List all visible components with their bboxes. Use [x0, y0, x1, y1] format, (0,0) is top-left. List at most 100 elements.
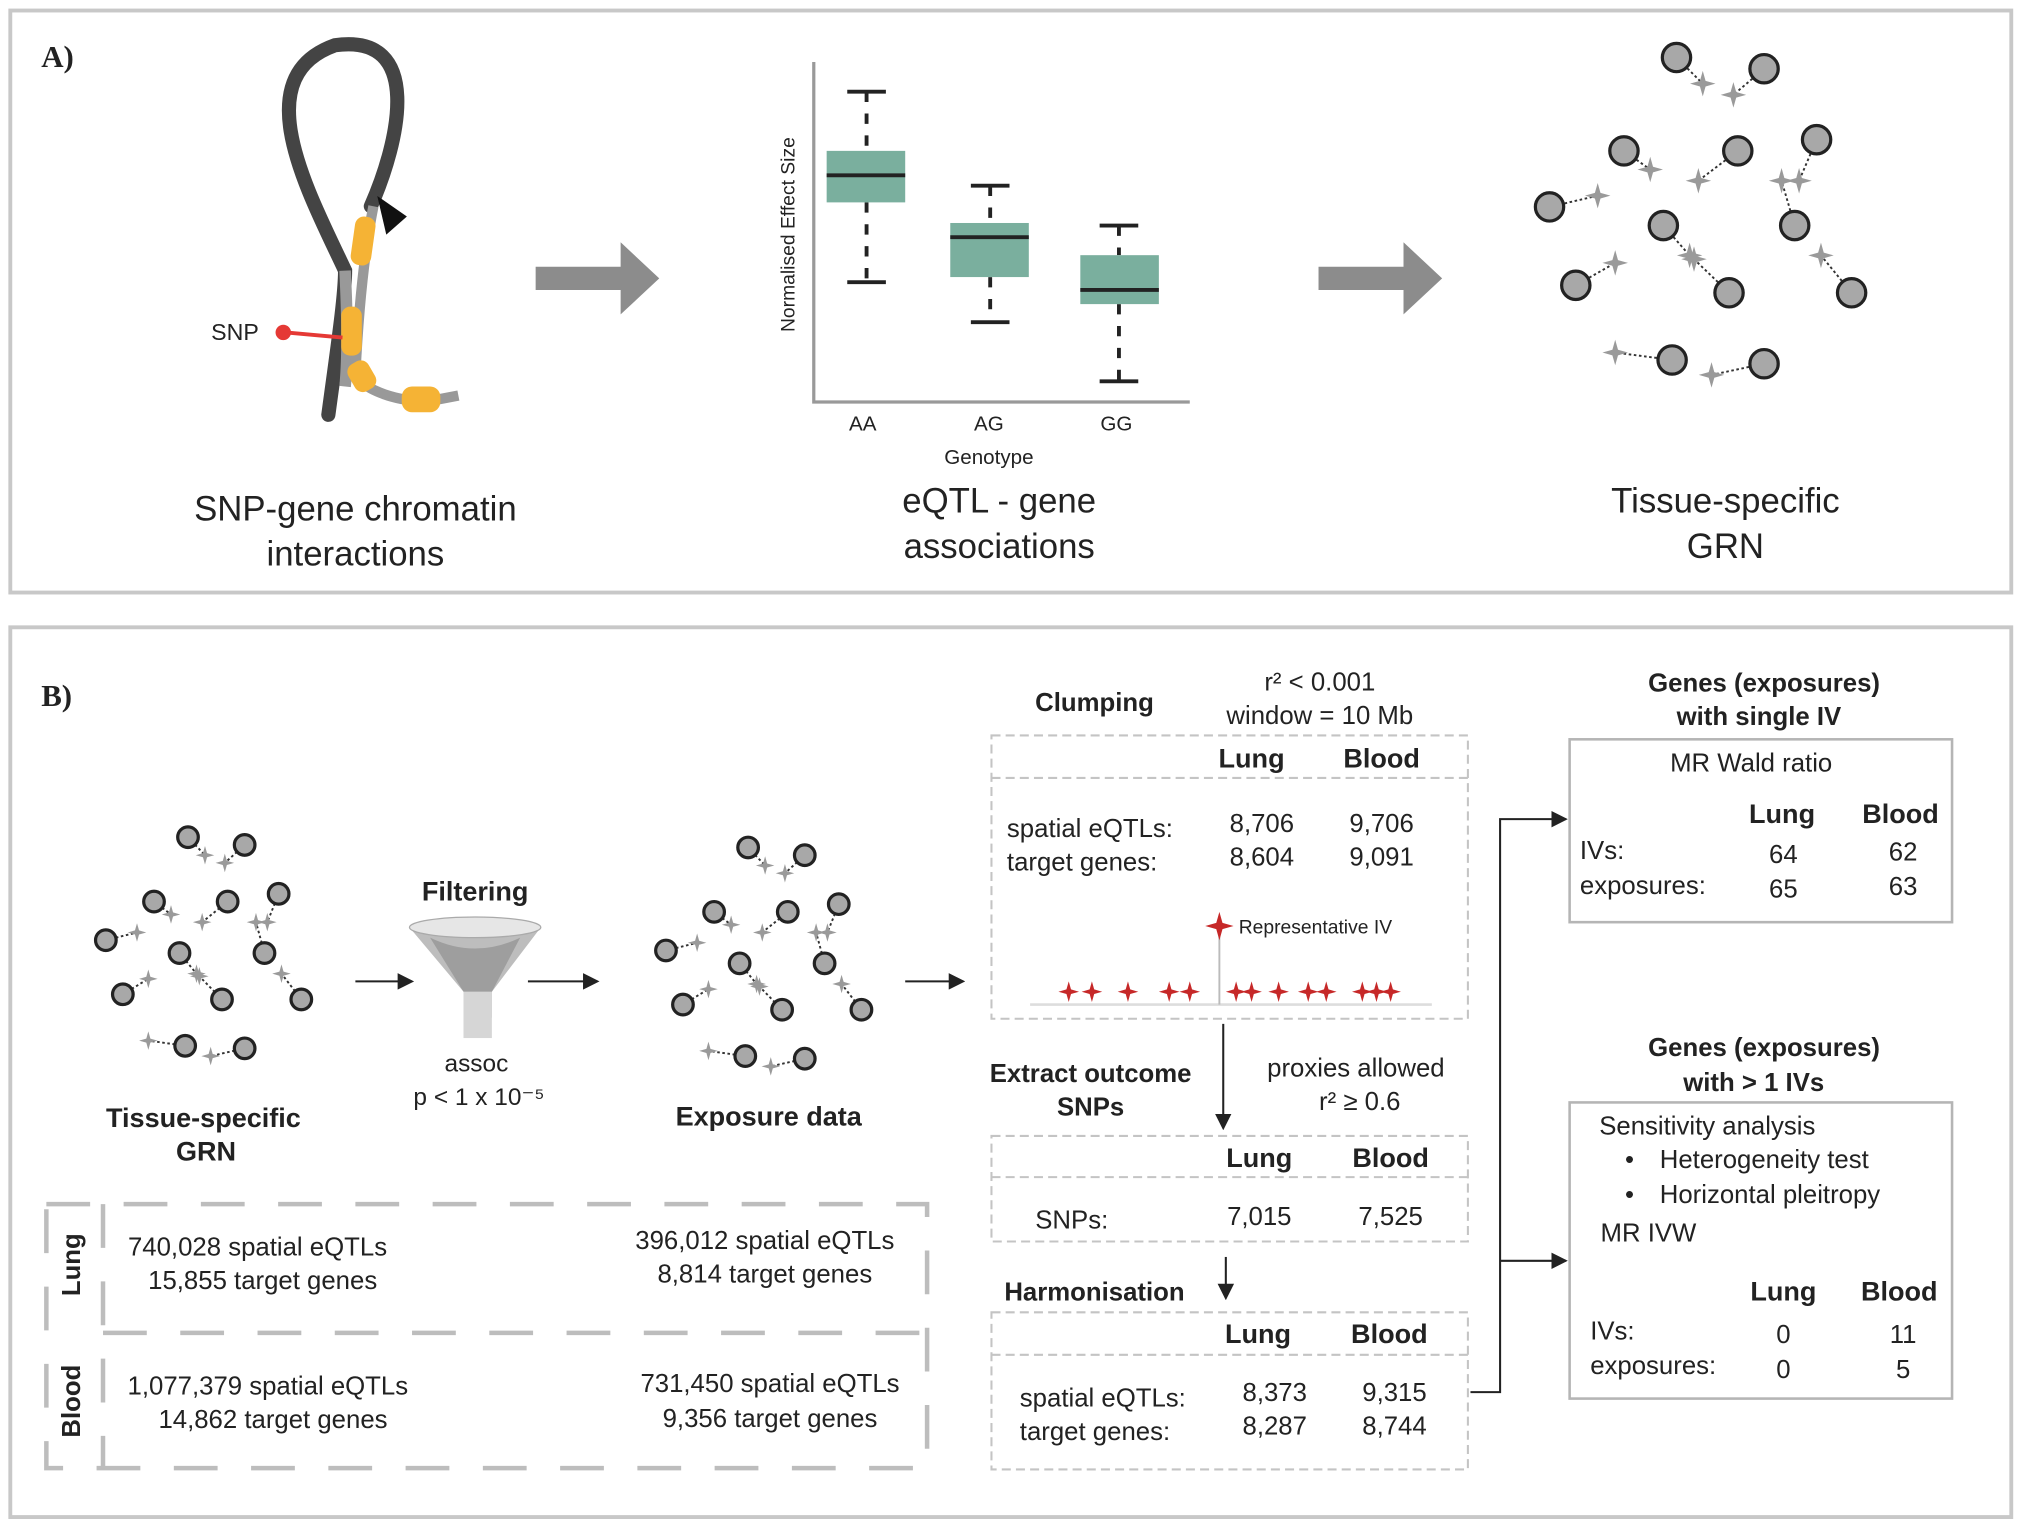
counts-table: Lung Blood 740,028 spatial eQTLs 15,855 …	[44, 1201, 930, 1471]
star-icon	[1315, 981, 1337, 1002]
gene-node	[826, 892, 851, 917]
arrow-right-icon	[1318, 242, 1443, 315]
tick-aa: AA	[849, 412, 877, 435]
cell-value: 63	[1889, 873, 1918, 901]
row-label: spatial eQTLs:	[1007, 815, 1173, 843]
star-icon	[195, 845, 215, 865]
grn-caption: Tissue-specific	[1611, 483, 1840, 521]
gene-node	[849, 997, 874, 1022]
star-icon	[1584, 182, 1611, 209]
multi-iv-title: Genes (exposures)	[1648, 1034, 1880, 1062]
col-lung: Lung	[1750, 1277, 1816, 1307]
grn-network-small	[93, 825, 314, 1066]
star-icon	[747, 974, 766, 994]
panel-b-border	[8, 625, 2014, 1519]
star-icon	[1685, 168, 1712, 194]
cell-value: 8,287	[1243, 1413, 1307, 1441]
star-icon	[1297, 981, 1319, 1002]
cell-value: 0	[1776, 1321, 1790, 1349]
star-icon	[190, 966, 209, 986]
row-label-blood: Blood	[58, 1365, 86, 1438]
row-label-lung: Lung	[58, 1233, 86, 1296]
star-icon	[1720, 82, 1747, 108]
funnel-icon	[408, 916, 542, 1039]
gene-node	[1533, 191, 1566, 223]
boxplot-ylabel: Normalised Effect Size	[778, 137, 799, 332]
star-icon	[272, 964, 291, 983]
snp-stars	[1058, 911, 1401, 1002]
sensitivity-label: Sensitivity analysis	[1599, 1113, 1815, 1141]
star-icon	[161, 905, 181, 924]
grn-caption-2: GRN	[1687, 528, 1764, 566]
filtering-threshold: p < 1 x 10⁻⁵	[413, 1084, 544, 1111]
gene-node	[702, 899, 727, 924]
star-icon	[201, 1046, 220, 1066]
star-icon	[258, 912, 277, 932]
extract-title: Extract outcome	[990, 1060, 1192, 1088]
star-icon	[761, 1057, 781, 1076]
star-icon	[1158, 981, 1180, 1002]
gene-node	[142, 889, 166, 914]
panel-a-border	[8, 8, 2014, 595]
cell-value: 7,015	[1227, 1203, 1291, 1231]
extract-r2: r² ≥ 0.6	[1319, 1088, 1400, 1116]
row-label: exposures:	[1580, 872, 1706, 900]
clumping-section: Clumping r² < 0.001 window = 10 Mb Lung …	[990, 668, 1469, 1020]
star-icon	[750, 977, 769, 996]
chromatin-caption: SNP-gene chromatin	[194, 490, 517, 528]
col-lung: Lung	[1225, 1319, 1291, 1349]
star-icon	[687, 933, 707, 953]
gene-node	[1835, 277, 1868, 309]
star-icon	[1268, 981, 1289, 1002]
representative-iv-label: Representative IV	[1239, 918, 1393, 939]
star-icon	[1179, 981, 1201, 1002]
star-icon	[187, 964, 206, 983]
star-icon	[755, 856, 775, 875]
filtering-assoc: assoc	[444, 1051, 508, 1078]
star-icon	[818, 923, 837, 942]
star-icon	[775, 863, 795, 883]
clumping-title: Clumping	[1035, 689, 1154, 717]
cell-value: 8,706	[1230, 810, 1294, 838]
multi-iv-title-2: with > 1 IVs	[1682, 1069, 1824, 1097]
panel-b: B) Tissue-specific GRN Filtering assoc p…	[8, 625, 2014, 1519]
filtering-title: Filtering	[422, 876, 529, 906]
gene-node	[167, 941, 192, 965]
gene-node	[671, 992, 695, 1017]
col-lung: Lung	[1219, 744, 1285, 774]
row-label: SNPs:	[1035, 1207, 1108, 1235]
lung-after-genes: 8,814 target genes	[657, 1261, 872, 1289]
gene-node	[93, 928, 118, 953]
extract-proxies: proxies allowed	[1267, 1055, 1444, 1083]
gene-node	[770, 997, 795, 1022]
chromatin-loop-illustration: SNP	[211, 37, 460, 422]
star-icon	[806, 923, 826, 942]
exposure-caption: Exposure data	[676, 1102, 863, 1132]
method-label: MR Wald ratio	[1670, 750, 1832, 778]
star-icon	[1241, 981, 1262, 1002]
cell-value: 9,091	[1349, 844, 1413, 872]
star-icon	[1352, 981, 1373, 1002]
panel-b-label: B)	[41, 678, 72, 713]
bullet-item: Heterogeneity test	[1660, 1146, 1869, 1174]
snp-label: SNP	[211, 319, 259, 345]
eqtl-caption-2: associations	[904, 528, 1095, 566]
col-blood: Blood	[1861, 1277, 1938, 1307]
cell-value: 5	[1896, 1356, 1910, 1384]
gene-node	[812, 951, 837, 976]
blood-before-eqtls: 1,077,379 spatial eQTLs	[128, 1373, 409, 1401]
clumping-r2: r² < 0.001	[1264, 668, 1375, 696]
box-gg	[1099, 223, 1139, 384]
clumping-window: window = 10 Mb	[1225, 702, 1413, 730]
gene-node	[654, 938, 678, 963]
star-icon	[1808, 242, 1834, 269]
cell-value: 11	[1890, 1321, 1917, 1349]
gene-node	[1560, 269, 1592, 302]
gene-node	[215, 889, 240, 914]
star-icon	[1205, 911, 1234, 941]
col-lung: Lung	[1749, 799, 1815, 829]
star-icon	[1676, 242, 1703, 269]
eqtl-caption: eQTL - gene	[902, 483, 1096, 521]
harmonisation-title: Harmonisation	[1004, 1279, 1184, 1307]
gene-node	[1713, 277, 1745, 309]
